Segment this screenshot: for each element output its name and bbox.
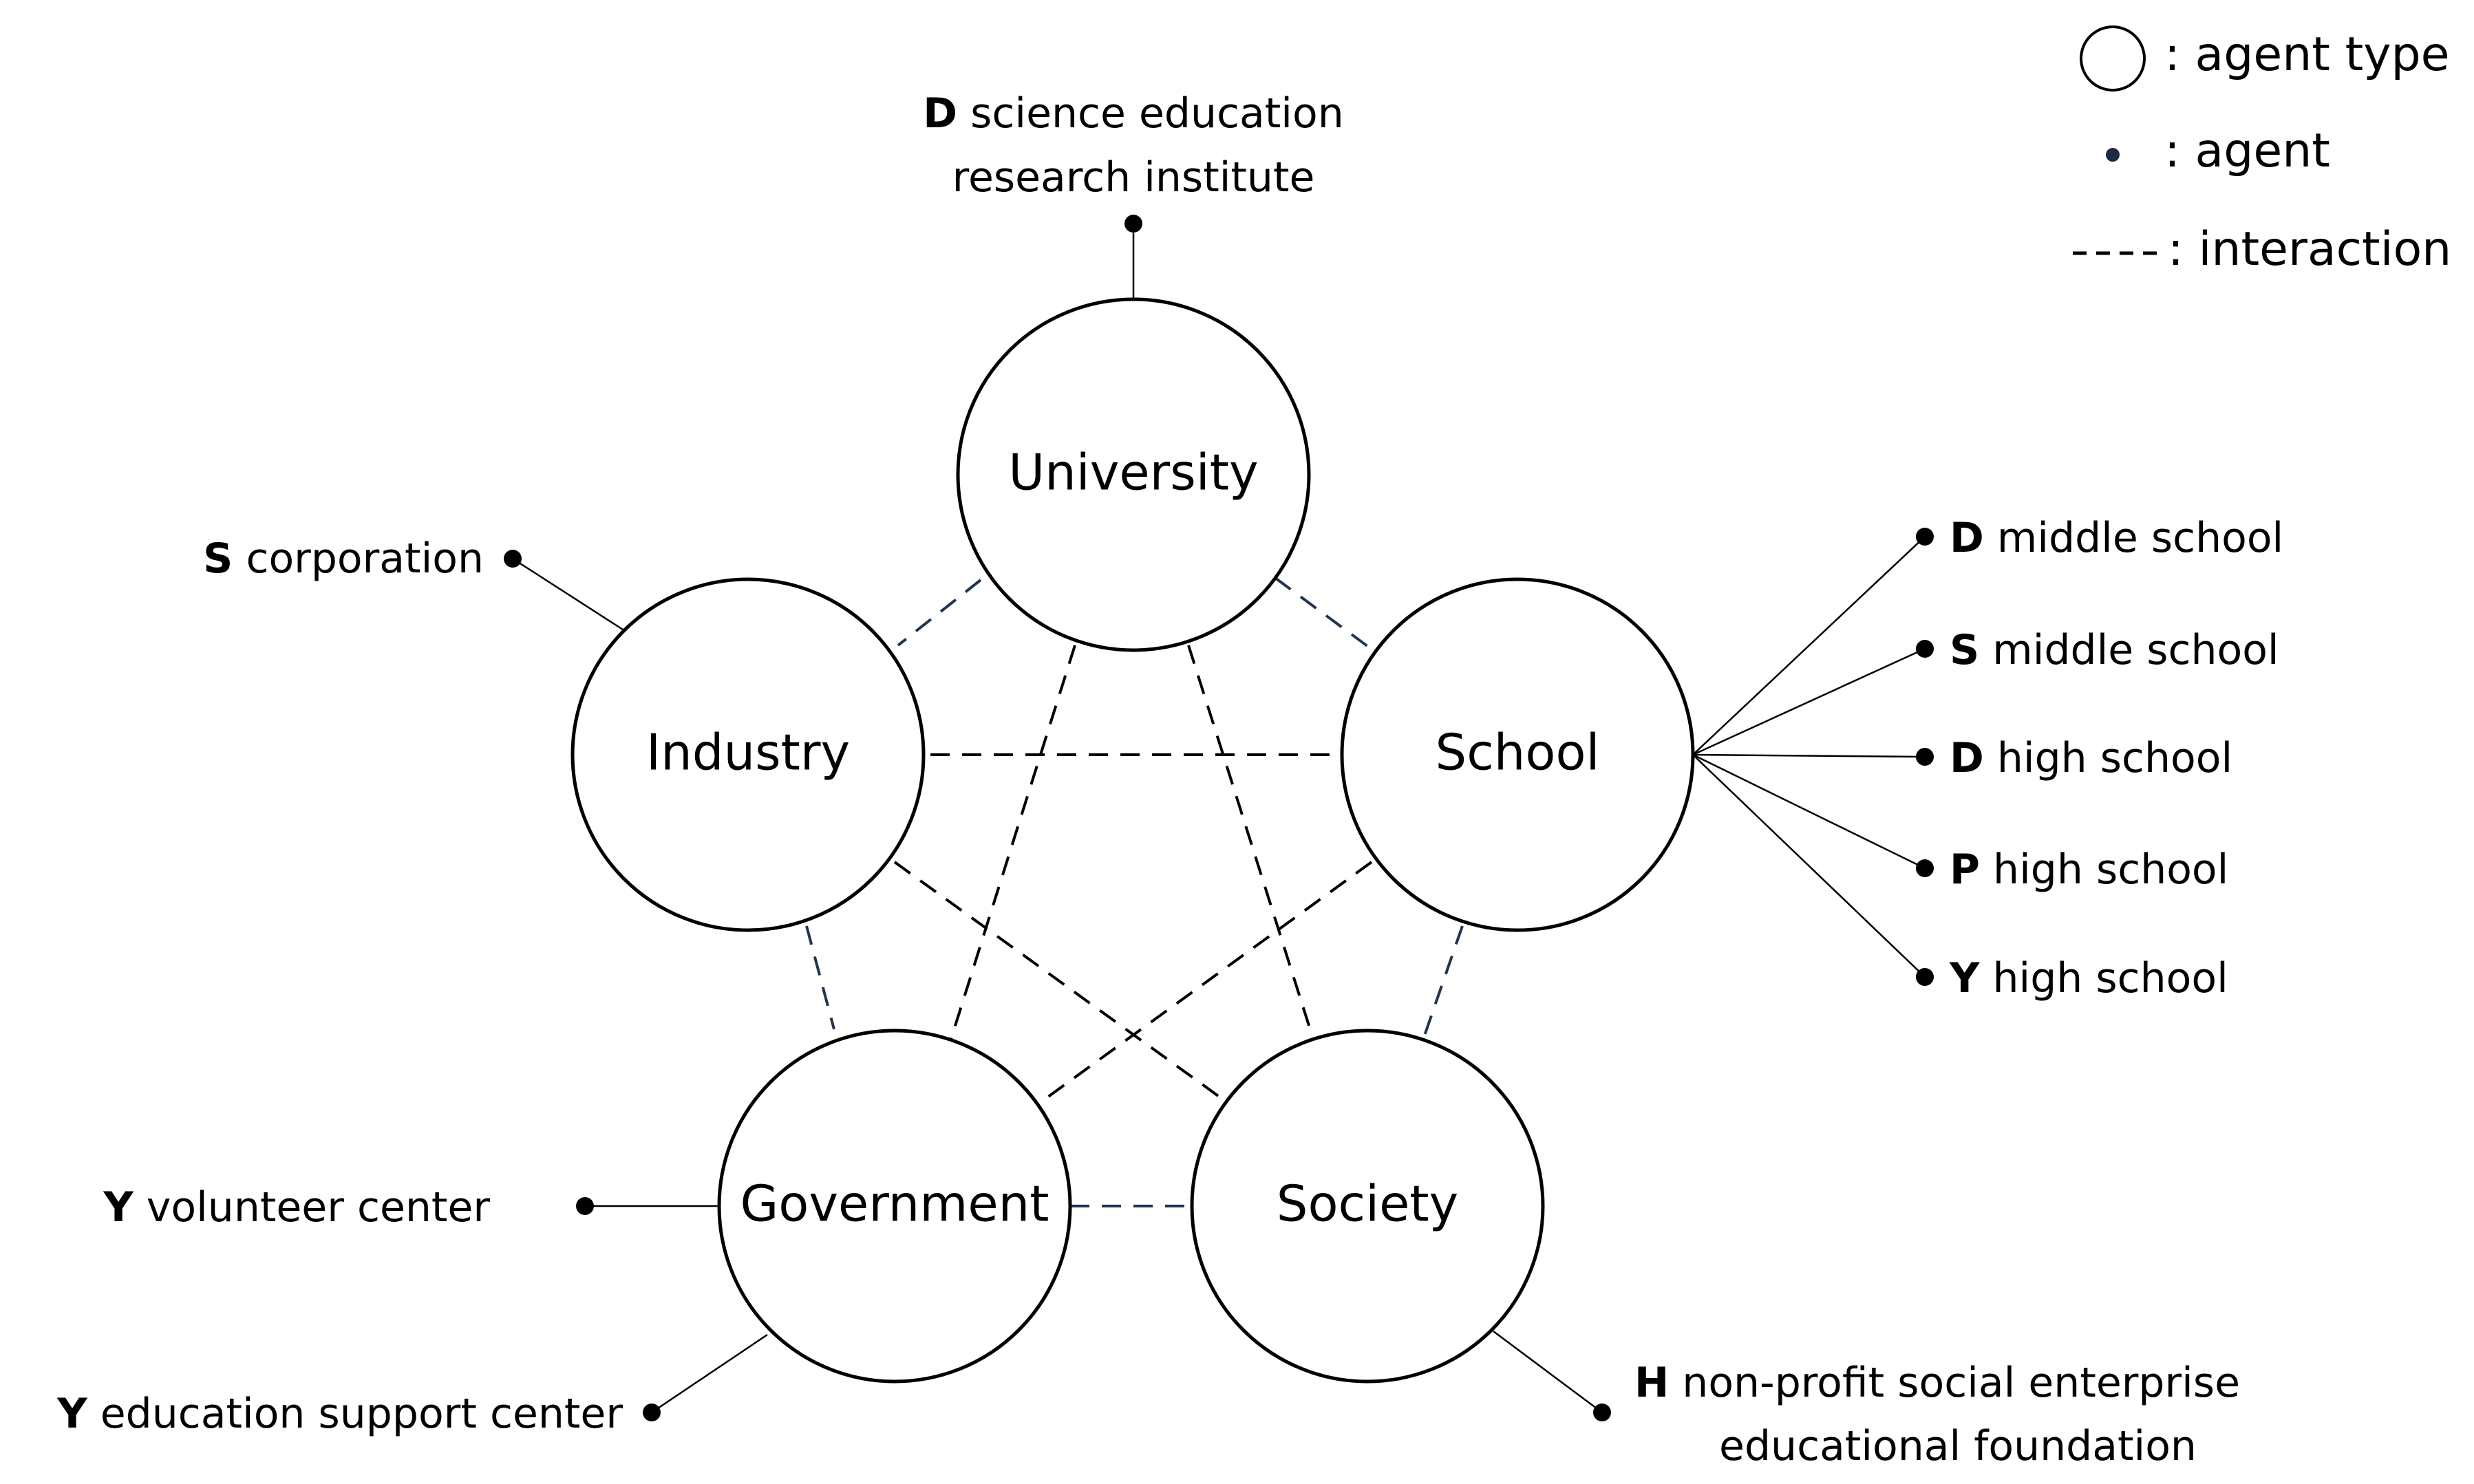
interaction-university-society [1187, 645, 1312, 1033]
legend-interaction-label: : interaction [2168, 222, 2451, 277]
interaction-lines [805, 577, 1464, 1207]
agent-label-university-line2: research institute [952, 153, 1315, 202]
node-university: University [956, 297, 1311, 652]
agent-type-nodes: University Industry School Government So… [570, 297, 1695, 1384]
interaction-industry-society [893, 861, 1222, 1099]
legend-agent-icon [2106, 148, 2120, 162]
agent-dot-school-2 [1916, 640, 1934, 658]
node-school: School [1340, 577, 1695, 932]
legend-agent-label: : agent [2164, 124, 2330, 178]
agent-label-society: H non-profit social enterprise [1634, 1359, 2240, 1407]
node-label-university: University [1008, 444, 1258, 502]
agent-dots [504, 215, 1934, 1421]
legend-agent-type-icon [2080, 25, 2146, 92]
node-industry: Industry [570, 577, 926, 932]
agent-label-school-5: Y high school [1949, 954, 2228, 1002]
legend: : agent type : agent : interaction [2073, 25, 2451, 277]
link-industry-agent [512, 557, 623, 631]
agent-dot-university [1124, 215, 1142, 233]
link-school-agent-1 [1692, 536, 1926, 755]
agent-dot-government-1 [576, 1197, 594, 1215]
node-label-school: School [1435, 724, 1599, 782]
agent-label-school-3: D high school [1950, 734, 2232, 782]
link-society-agent [1493, 1330, 1603, 1414]
interaction-school-society [1423, 925, 1464, 1036]
link-school-agent-5 [1692, 754, 1926, 978]
agent-dot-school-3 [1916, 748, 1934, 766]
agent-dot-industry [504, 550, 522, 568]
agent-dot-society [1593, 1404, 1611, 1421]
node-label-government: Government [740, 1175, 1049, 1233]
interaction-university-school [1274, 577, 1374, 652]
node-label-society: Society [1277, 1175, 1458, 1233]
node-government: Government [717, 1029, 1072, 1384]
agent-connector-lines [512, 224, 1926, 1414]
interaction-university-government [950, 645, 1076, 1040]
agent-dot-school-5 [1916, 968, 1934, 986]
node-society: Society [1190, 1029, 1545, 1384]
node-label-industry: Industry [646, 724, 850, 782]
interaction-university-industry [897, 579, 982, 647]
interaction-school-government [1041, 861, 1373, 1102]
agent-label-government-1: Y volunteer center [103, 1183, 490, 1232]
agent-dot-government-2 [643, 1404, 661, 1421]
agent-label-industry: S corporation [203, 535, 484, 583]
agent-label-government-2: Y education support center [56, 1390, 623, 1438]
interaction-industry-government [805, 925, 835, 1030]
link-school-agent-3 [1692, 753, 1926, 758]
link-school-agent-4 [1692, 753, 1926, 870]
agent-label-society-line2: educational foundation [1719, 1422, 2197, 1470]
agent-dot-school-1 [1916, 528, 1934, 546]
agent-label-school-2: S middle school [1950, 626, 2279, 674]
agent-label-school-4: P high school [1950, 846, 2228, 894]
link-school-agent-2 [1692, 647, 1926, 756]
agent-label-school-1: D middle school [1950, 514, 2283, 562]
agent-dot-school-4 [1916, 859, 1934, 877]
agent-label-university: D science education [923, 89, 1343, 138]
link-government-agent-2 [651, 1333, 768, 1414]
agent-labels: D science education research institute S… [56, 89, 2283, 1470]
legend-agent-type-label: : agent type [2164, 28, 2449, 82]
